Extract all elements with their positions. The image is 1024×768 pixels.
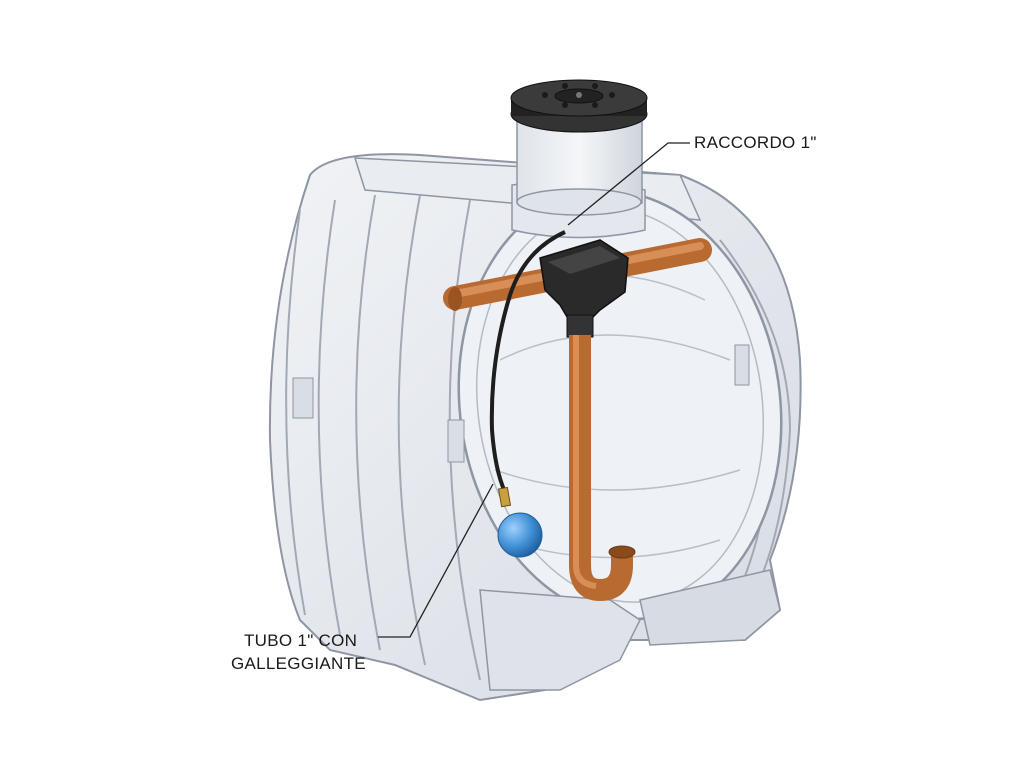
suction-pipe: [569, 335, 636, 602]
fitting-connector: [539, 239, 629, 338]
leader-lines: [378, 142, 690, 638]
tubo-leader: [378, 483, 494, 638]
tank-body: [268, 153, 802, 702]
inspection-lid: [510, 79, 648, 239]
float-ball: [497, 486, 543, 558]
tubo-label-line2: GALLEGGIANTE: [231, 654, 366, 673]
float-hose: [489, 230, 566, 493]
tubo-label-line1: TUBO 1" CON: [244, 631, 358, 650]
raccordo-leader: [567, 142, 690, 226]
raccordo-label: RACCORDO 1": [694, 133, 817, 152]
